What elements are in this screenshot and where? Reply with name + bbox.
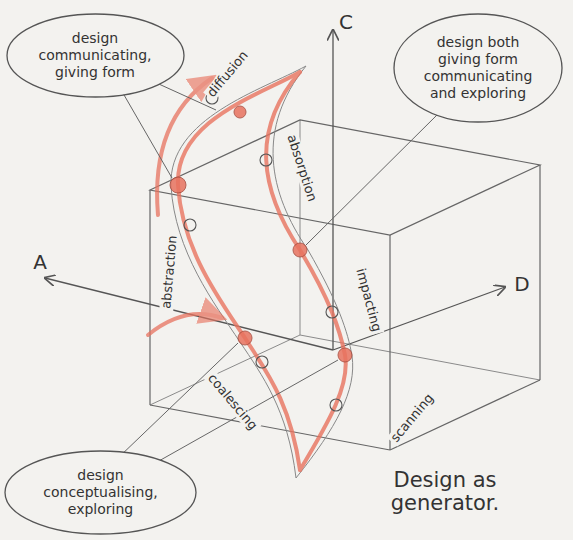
leader-line — [118, 343, 238, 458]
axis-label: A — [31, 251, 49, 273]
callout-oval: design both giving form communicating an… — [393, 13, 563, 123]
open-circle — [184, 219, 196, 231]
open-circle — [260, 154, 272, 166]
oval-shape — [7, 14, 184, 97]
cube-edge — [150, 405, 390, 450]
axis-a — [45, 278, 333, 350]
cube-edge — [300, 335, 540, 380]
callout-text: design communicating, giving form — [33, 30, 158, 81]
open-circle — [326, 306, 338, 318]
stage-label: abstraction — [159, 233, 180, 311]
cube-edge — [389, 235, 390, 450]
stage-label: diffusion — [203, 47, 252, 102]
cube-edge — [539, 165, 540, 380]
stage-dot — [238, 331, 252, 345]
leader-line — [306, 112, 440, 245]
stage-dot — [234, 106, 246, 118]
red-curved-arrow — [157, 78, 212, 215]
leader-line — [120, 88, 172, 178]
red-s-curve — [178, 72, 346, 470]
stage-dot — [293, 243, 307, 257]
callout-text: design conceptualising, exploring — [33, 467, 168, 518]
stage-label: absorption — [284, 131, 320, 205]
sheet-note: Design as generator. — [358, 469, 532, 515]
callout-text: design both giving form communicating an… — [419, 34, 537, 102]
pencil-curve — [171, 66, 306, 478]
cube-top-face — [150, 120, 540, 235]
red-arrows — [148, 78, 222, 335]
open-circle — [330, 399, 342, 411]
pencil-band — [171, 66, 353, 478]
axis-d — [333, 287, 505, 350]
red-curve — [178, 72, 300, 470]
stage-dot — [170, 177, 186, 193]
callout-oval: design conceptualising, exploring — [4, 450, 197, 535]
axis-c — [332, 30, 333, 350]
red-curved-arrow — [148, 314, 222, 335]
callout-oval: design communicating, giving form — [6, 13, 185, 98]
open-circle — [256, 356, 268, 368]
leader-lines — [118, 80, 440, 466]
stage-label: coalescing — [203, 370, 261, 435]
stage-dot — [338, 348, 352, 362]
axis-label: D — [512, 273, 531, 295]
cube-hidden-edges — [150, 120, 540, 405]
red-curve — [266, 72, 346, 470]
axis-label: C — [337, 11, 355, 33]
open-circles — [184, 92, 342, 411]
oval-shape — [5, 451, 196, 534]
oval-shape — [394, 14, 562, 122]
stage-label: impacting — [352, 265, 384, 335]
stage-label: scanning — [386, 389, 437, 446]
cube-edge — [149, 190, 150, 405]
stage-dots — [170, 106, 352, 362]
leader-line — [150, 360, 338, 466]
